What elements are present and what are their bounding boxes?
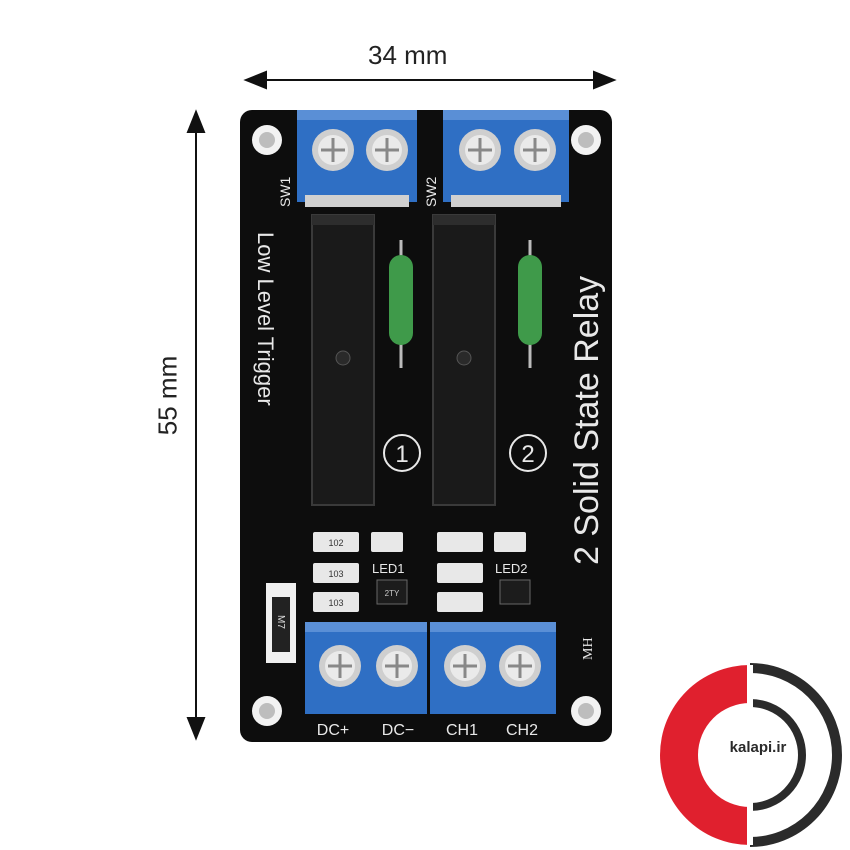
diode-code: M7 bbox=[275, 615, 286, 629]
fuse-2 bbox=[518, 240, 542, 368]
label-ch1: CH1 bbox=[446, 722, 478, 739]
relay-1 bbox=[311, 214, 375, 506]
label-led1: LED1 bbox=[372, 561, 405, 576]
relay-board: 2 Solid State Relay Low Level Trigger SW… bbox=[240, 110, 612, 742]
terminal-block-sw1 bbox=[297, 110, 417, 207]
channel-number-2: 2 bbox=[521, 441, 534, 468]
label-dc-minus: DC− bbox=[382, 722, 414, 739]
fuse-1 bbox=[389, 240, 413, 368]
channel-number-1: 1 bbox=[395, 441, 408, 468]
label-dc-plus: DC+ bbox=[317, 722, 349, 739]
label-sw2: SW2 bbox=[423, 176, 439, 207]
label-led2: LED2 bbox=[495, 561, 528, 576]
channel-marker-2 bbox=[509, 434, 547, 472]
trigger-label: Low Level Trigger bbox=[253, 232, 278, 406]
maker-mark: MH bbox=[581, 637, 596, 660]
label-sw1: SW1 bbox=[277, 176, 293, 207]
width-dimension-label: 34 mm bbox=[368, 40, 448, 70]
resistor-code-2: 103 bbox=[328, 569, 343, 579]
terminal-block-power bbox=[305, 622, 427, 714]
mounting-holes bbox=[252, 125, 601, 726]
logo-text: kalapi.ir bbox=[730, 739, 787, 756]
transistor-code: 2TY bbox=[385, 589, 400, 598]
label-ch2: CH2 bbox=[506, 722, 538, 739]
board-title: 2 Solid State Relay bbox=[568, 276, 606, 565]
terminal-block-sw2 bbox=[443, 110, 569, 207]
channel-marker-1 bbox=[383, 434, 421, 472]
width-arrow bbox=[243, 70, 617, 90]
kalapi-logo: kalapi.ir bbox=[660, 663, 842, 847]
terminal-block-channels bbox=[430, 622, 556, 714]
relay-2 bbox=[432, 214, 496, 506]
height-arrow bbox=[186, 109, 206, 741]
diode bbox=[266, 583, 296, 663]
resistor-code-1: 102 bbox=[328, 538, 343, 548]
resistor-code-3: 103 bbox=[328, 598, 343, 608]
smd-components bbox=[313, 532, 531, 612]
